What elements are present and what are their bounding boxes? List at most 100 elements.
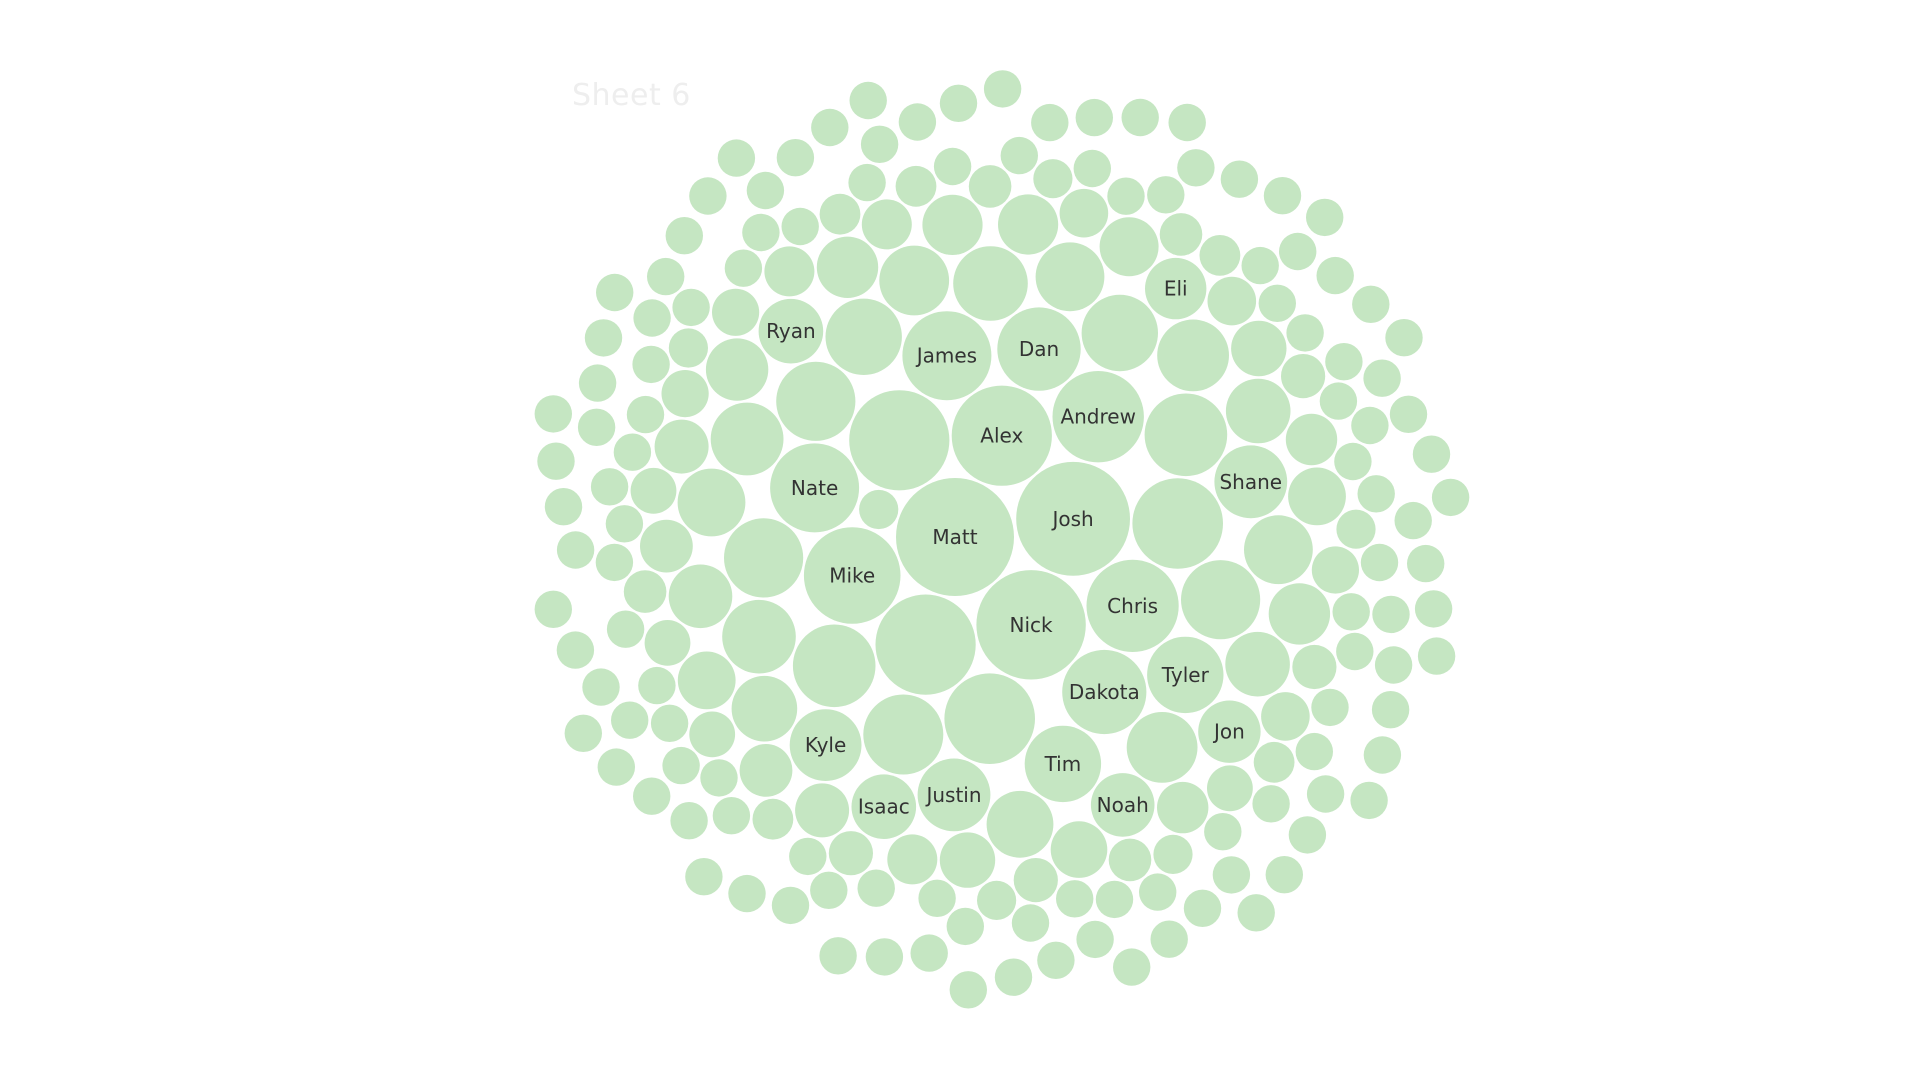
bubble-ryan[interactable] [758,298,824,364]
bubble-andrew[interactable] [1052,371,1144,463]
bubble-unlabeled[interactable] [1371,691,1410,729]
bubble-unlabeled[interactable] [700,759,738,797]
bubble-unlabeled[interactable] [859,489,899,530]
bubble-unlabeled[interactable] [1431,478,1470,517]
bubble-unlabeled[interactable] [661,370,709,418]
bubble-unlabeled[interactable] [819,193,861,235]
bubble-unlabeled[interactable] [944,673,1035,764]
bubble-unlabeled[interactable] [946,907,984,946]
bubble-unlabeled[interactable] [577,408,616,446]
bubble-unlabeled[interactable] [1252,785,1290,823]
bubble-unlabeled[interactable] [677,651,736,710]
bubble-dakota[interactable] [1062,649,1147,735]
bubble-unlabeled[interactable] [810,871,848,909]
bubble-unlabeled[interactable] [654,419,709,474]
bubble-unlabeled[interactable] [1177,149,1215,187]
bubble-unlabeled[interactable] [1336,509,1376,549]
bubble-unlabeled[interactable] [1334,442,1372,481]
bubble-unlabeled[interactable] [1412,435,1451,473]
bubble-unlabeled[interactable] [1385,319,1423,357]
bubble-unlabeled[interactable] [983,70,1022,108]
bubble-unlabeled[interactable] [825,298,902,375]
bubble-unlabeled[interactable] [534,395,572,433]
bubble-unlabeled[interactable] [1325,343,1363,381]
bubble-unlabeled[interactable] [544,488,583,526]
bubble-josh[interactable] [1016,461,1130,576]
bubble-unlabeled[interactable] [710,402,784,476]
bubble-unlabeled[interactable] [1285,413,1338,466]
bubble-unlabeled[interactable] [752,798,794,840]
bubble-unlabeled[interactable] [689,711,736,758]
bubble-james[interactable] [902,311,992,401]
bubble-unlabeled[interactable] [537,442,575,480]
bubble-unlabeled[interactable] [1372,595,1410,634]
bubble-unlabeled[interactable] [1181,560,1261,640]
bubble-unlabeled[interactable] [1292,644,1337,690]
bubble-unlabeled[interactable] [722,599,796,674]
bubble-unlabeled[interactable] [597,748,635,786]
bubble-unlabeled[interactable] [1288,816,1327,854]
bubble-unlabeled[interactable] [863,694,944,775]
bubble-unlabeled[interactable] [677,468,746,537]
bubble-unlabeled[interactable] [1351,406,1389,445]
bubble-unlabeled[interactable] [640,519,693,573]
bubble-unlabeled[interactable] [712,288,760,336]
bubble-unlabeled[interactable] [1417,637,1456,675]
bubble-unlabeled[interactable] [742,213,780,252]
bubble-unlabeled[interactable] [644,620,691,666]
bubble-unlabeled[interactable] [1207,276,1257,326]
bubble-unlabeled[interactable] [1350,781,1388,820]
bubble-unlabeled[interactable] [986,790,1054,858]
bubble-jon[interactable] [1198,700,1261,763]
bubble-unlabeled[interactable] [582,668,620,706]
bubble-unlabeled[interactable] [606,610,645,648]
bubble-unlabeled[interactable] [949,971,987,1009]
bubble-unlabeled[interactable] [1150,920,1188,958]
bubble-shane[interactable] [1214,445,1288,519]
bubble-unlabeled[interactable] [1295,732,1334,771]
bubble-unlabeled[interactable] [685,858,723,896]
bubble-unlabeled[interactable] [887,834,938,885]
bubble-unlabeled[interactable] [895,165,937,207]
bubble-unlabeled[interactable] [1316,256,1354,295]
bubble-unlabeled[interactable] [1183,889,1222,927]
bubble-mike[interactable] [803,527,901,624]
bubble-unlabeled[interactable] [792,624,876,708]
bubble-unlabeled[interactable] [776,361,856,441]
bubble-unlabeled[interactable] [1389,395,1428,433]
bubble-unlabeled[interactable] [672,288,710,327]
bubble-unlabeled[interactable] [590,468,629,506]
bubble-unlabeled[interactable] [1332,593,1370,631]
bubble-unlabeled[interactable] [1207,765,1253,812]
bubble-unlabeled[interactable] [1225,378,1291,444]
bubble-unlabeled[interactable] [1265,856,1304,894]
bubble-unlabeled[interactable] [848,163,886,202]
bubble-unlabeled[interactable] [922,194,983,255]
bubble-unlabeled[interactable] [1352,285,1390,323]
bubble-unlabeled[interactable] [1394,501,1432,540]
bubble-unlabeled[interactable] [1258,284,1297,322]
bubble-unlabeled[interactable] [1121,98,1159,137]
bubble-unlabeled[interactable] [578,364,617,402]
bubble-unlabeled[interactable] [849,390,950,491]
bubble-unlabeled[interactable] [611,701,649,739]
bubble-unlabeled[interactable] [724,249,763,287]
bubble-unlabeled[interactable] [1407,544,1445,583]
bubble-unlabeled[interactable] [1363,359,1401,397]
bubble-unlabeled[interactable] [811,108,849,147]
bubble-unlabeled[interactable] [1414,590,1453,628]
bubble-unlabeled[interactable] [1204,813,1242,851]
bubble-isaac[interactable] [851,774,917,839]
bubble-unlabeled[interactable] [1108,838,1152,882]
bubble-unlabeled[interactable] [857,869,895,907]
bubble-unlabeled[interactable] [665,217,703,255]
bubble-unlabeled[interactable] [998,194,1059,255]
bubble-unlabeled[interactable] [1319,382,1358,420]
bubble-unlabeled[interactable] [1281,354,1326,399]
bubble-unlabeled[interactable] [860,125,899,163]
bubble-unlabeled[interactable] [1035,242,1105,312]
bubble-unlabeled[interactable] [1059,188,1109,238]
bubble-unlabeled[interactable] [1000,136,1038,175]
bubble-unlabeled[interactable] [633,299,671,337]
bubble-unlabeled[interactable] [1263,177,1302,215]
